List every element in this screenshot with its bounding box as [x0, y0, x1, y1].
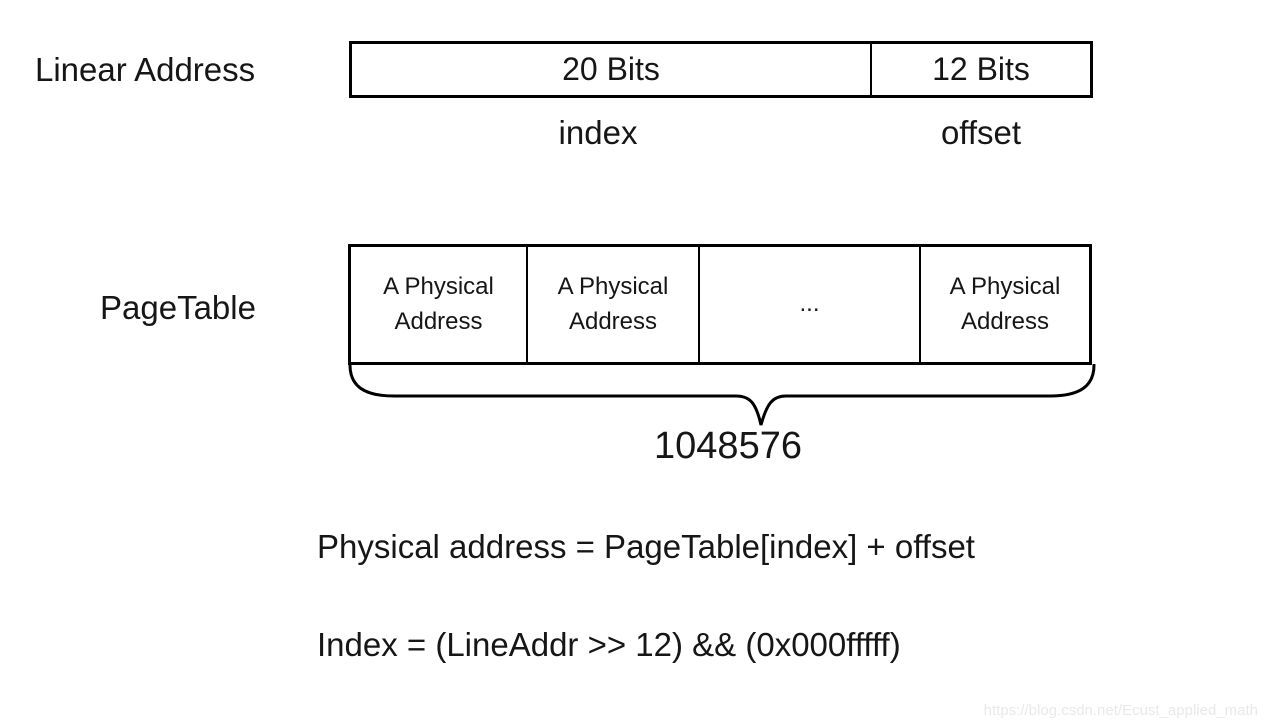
watermark-text: https://blog.csdn.net/Ecust_applied_math — [983, 702, 1258, 719]
index-equation: Index = (LineAddr >> 12) && (0x000fffff) — [317, 626, 901, 663]
page-table-cell-ellipsis: ... — [700, 247, 921, 362]
curly-brace — [348, 364, 1096, 426]
physical-address-equation: Physical address = PageTable[index] + of… — [317, 528, 975, 565]
page-table-cell: A Physical Address — [528, 247, 700, 362]
offset-label: offset — [940, 114, 1022, 151]
page-table-cell: A Physical Address — [351, 247, 528, 362]
page-table-box: A Physical Address A Physical Address ..… — [348, 244, 1092, 365]
linear-address-label: Linear Address — [35, 51, 256, 88]
linear-address-cell-20bits: 20 Bits — [352, 44, 872, 95]
page-table-cell: A Physical Address — [949, 272, 1061, 335]
linear-address-box: 20 Bits 12 Bits — [349, 41, 1093, 98]
linear-address-cell-12bits: 12 Bits — [932, 51, 1030, 87]
page-table-label: PageTable — [100, 289, 256, 326]
entry-count-label: 1048576 — [654, 425, 802, 467]
index-label: index — [558, 114, 638, 151]
